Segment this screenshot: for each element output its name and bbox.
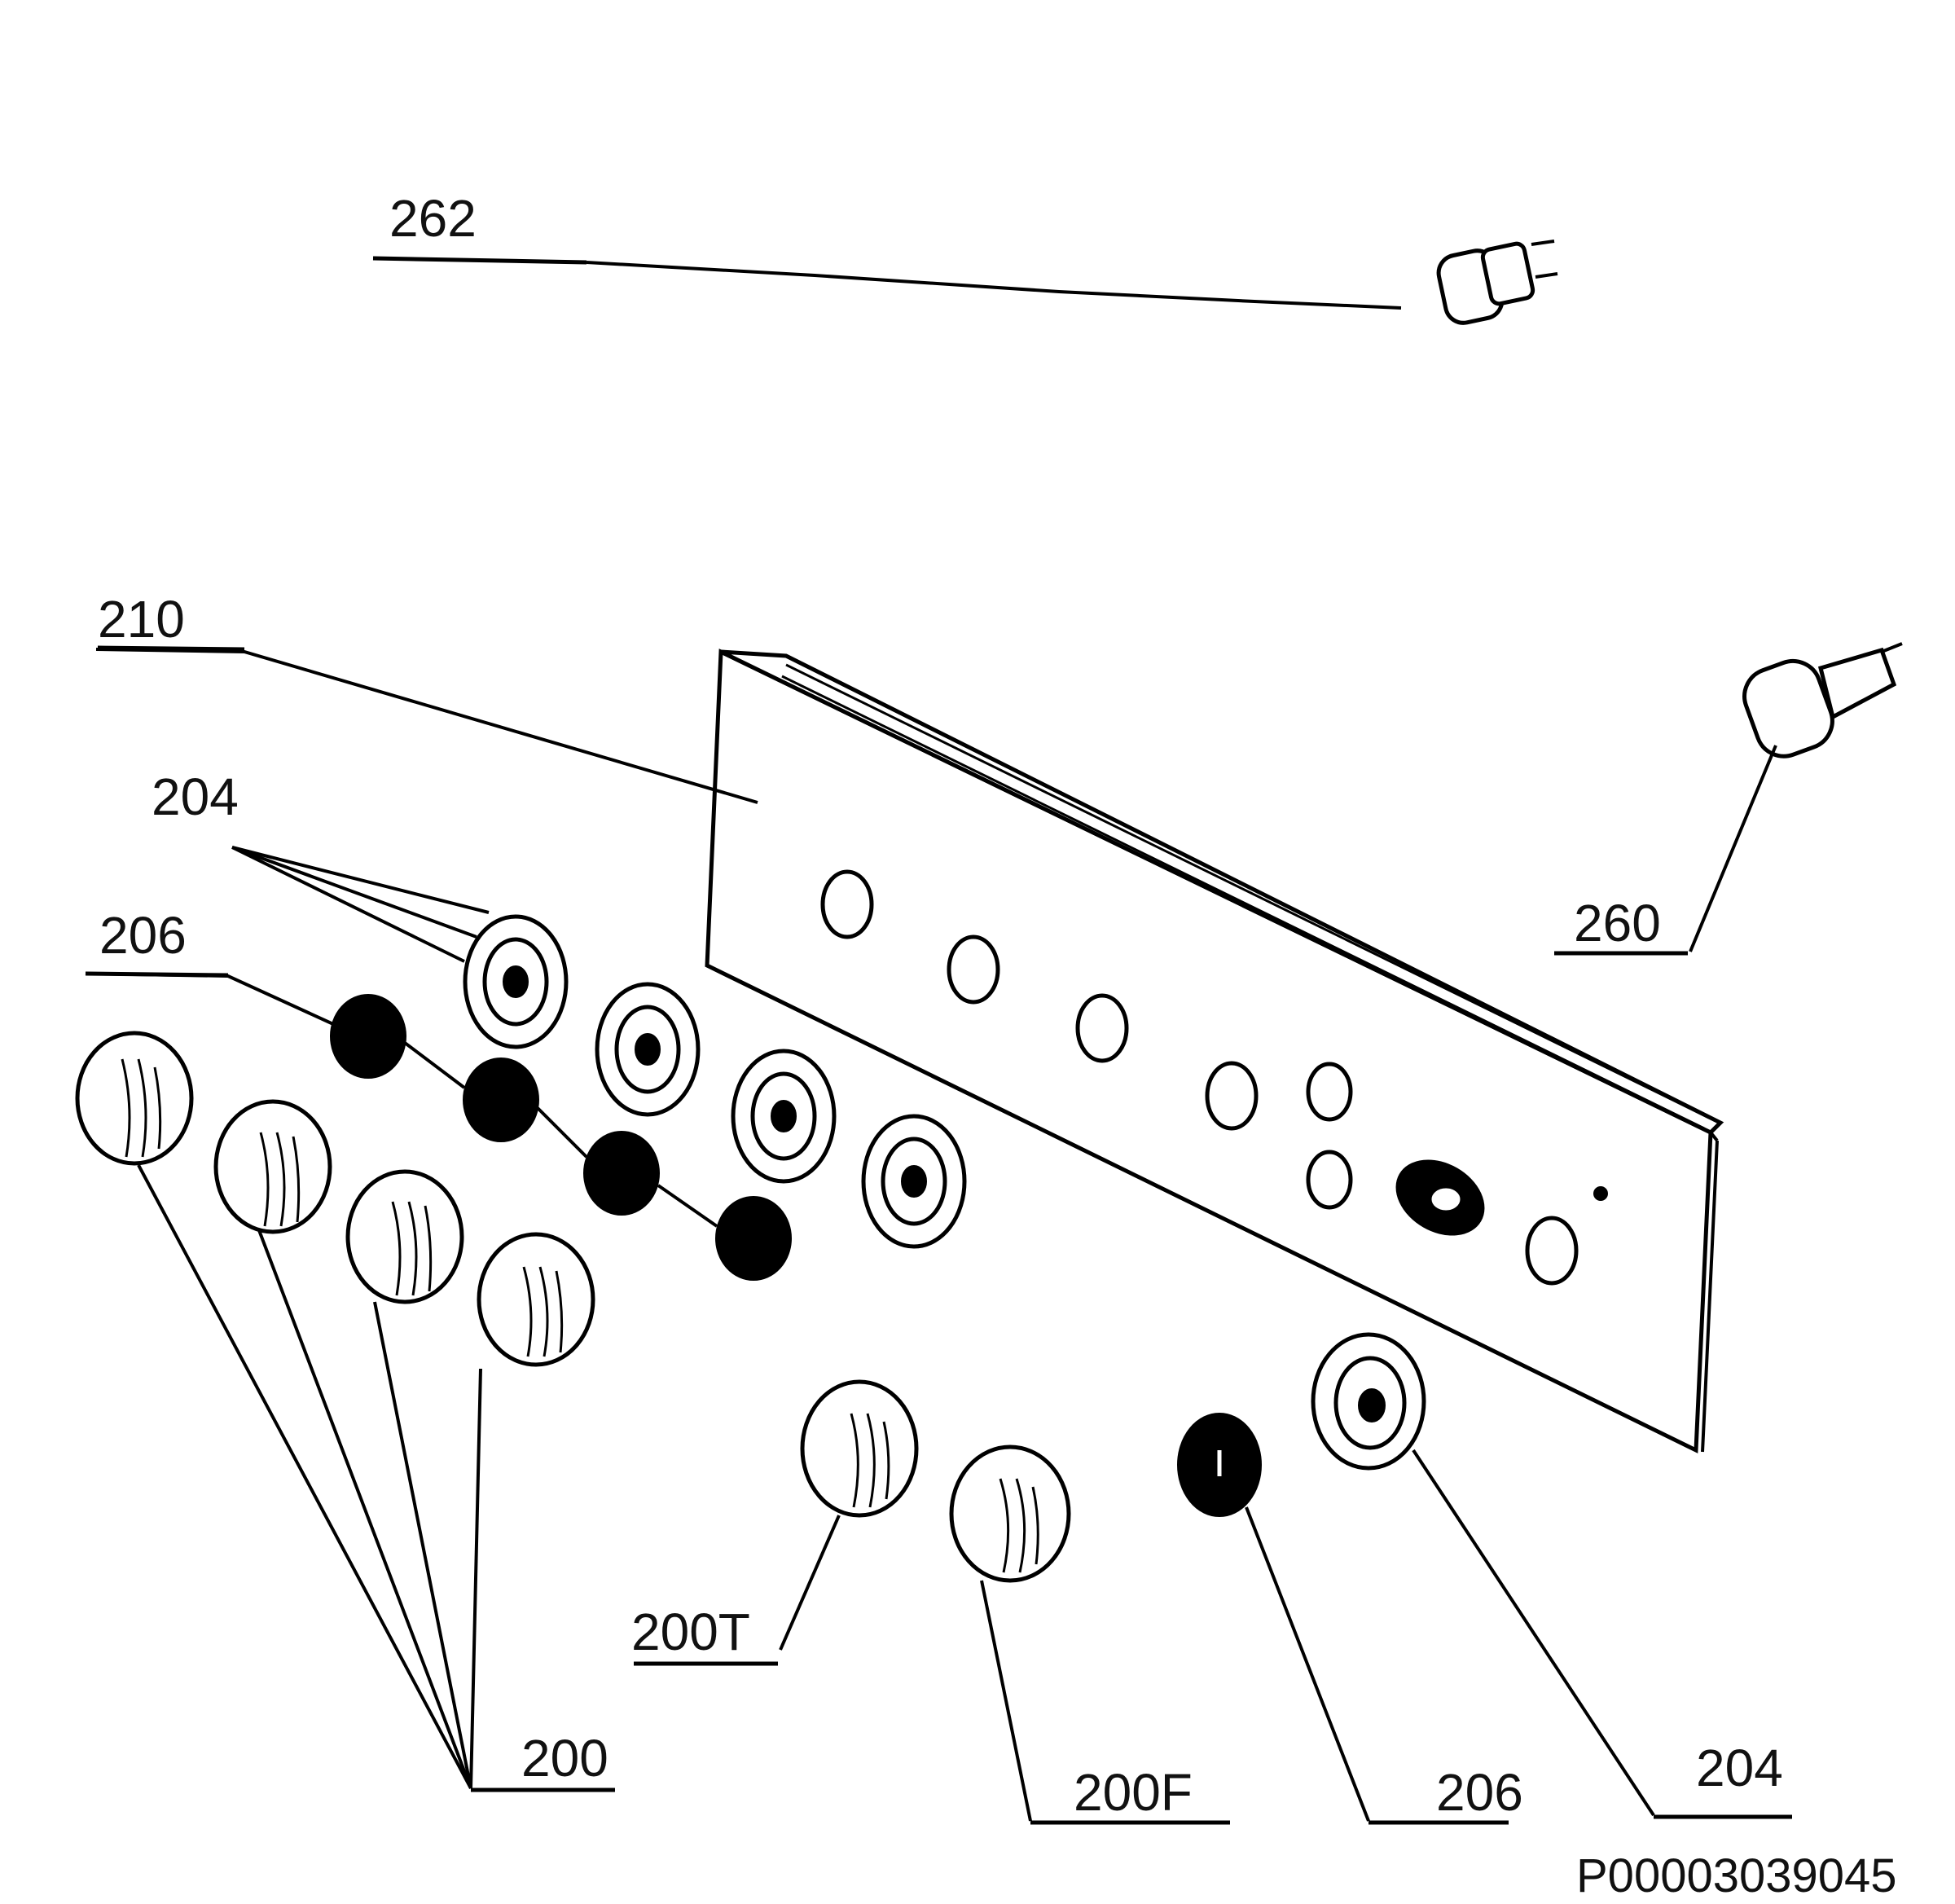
- part-200-knobs: [75, 1031, 595, 1367]
- label-206-bottom: 206: [1436, 1763, 1523, 1822]
- label-200T: 200T: [631, 1603, 750, 1661]
- part-210-control-panel: [705, 649, 1724, 1453]
- label-260: 260: [1574, 894, 1661, 952]
- part-200T-knob: [800, 1379, 919, 1518]
- label-204-top: 204: [152, 767, 239, 826]
- part-204-bezel-lower: [1311, 1332, 1426, 1471]
- part-260-lamp: [1742, 642, 1903, 759]
- part-204-bezels: [463, 914, 967, 1249]
- part-206-washers: [330, 994, 792, 1281]
- label-200F: 200F: [1074, 1763, 1193, 1822]
- part-200F-knob: [949, 1444, 1071, 1583]
- label-210: 210: [98, 590, 185, 649]
- drawing-code: P00003039045: [1576, 1849, 1897, 1902]
- label-262: 262: [389, 189, 477, 248]
- part-206-washer-lower: [1177, 1413, 1262, 1517]
- label-206-top: 206: [99, 906, 187, 965]
- label-200: 200: [521, 1729, 608, 1787]
- part-262-lamp: [372, 240, 1558, 325]
- label-204-bottom: 204: [1696, 1739, 1783, 1797]
- panel-holes: [820, 869, 1608, 1286]
